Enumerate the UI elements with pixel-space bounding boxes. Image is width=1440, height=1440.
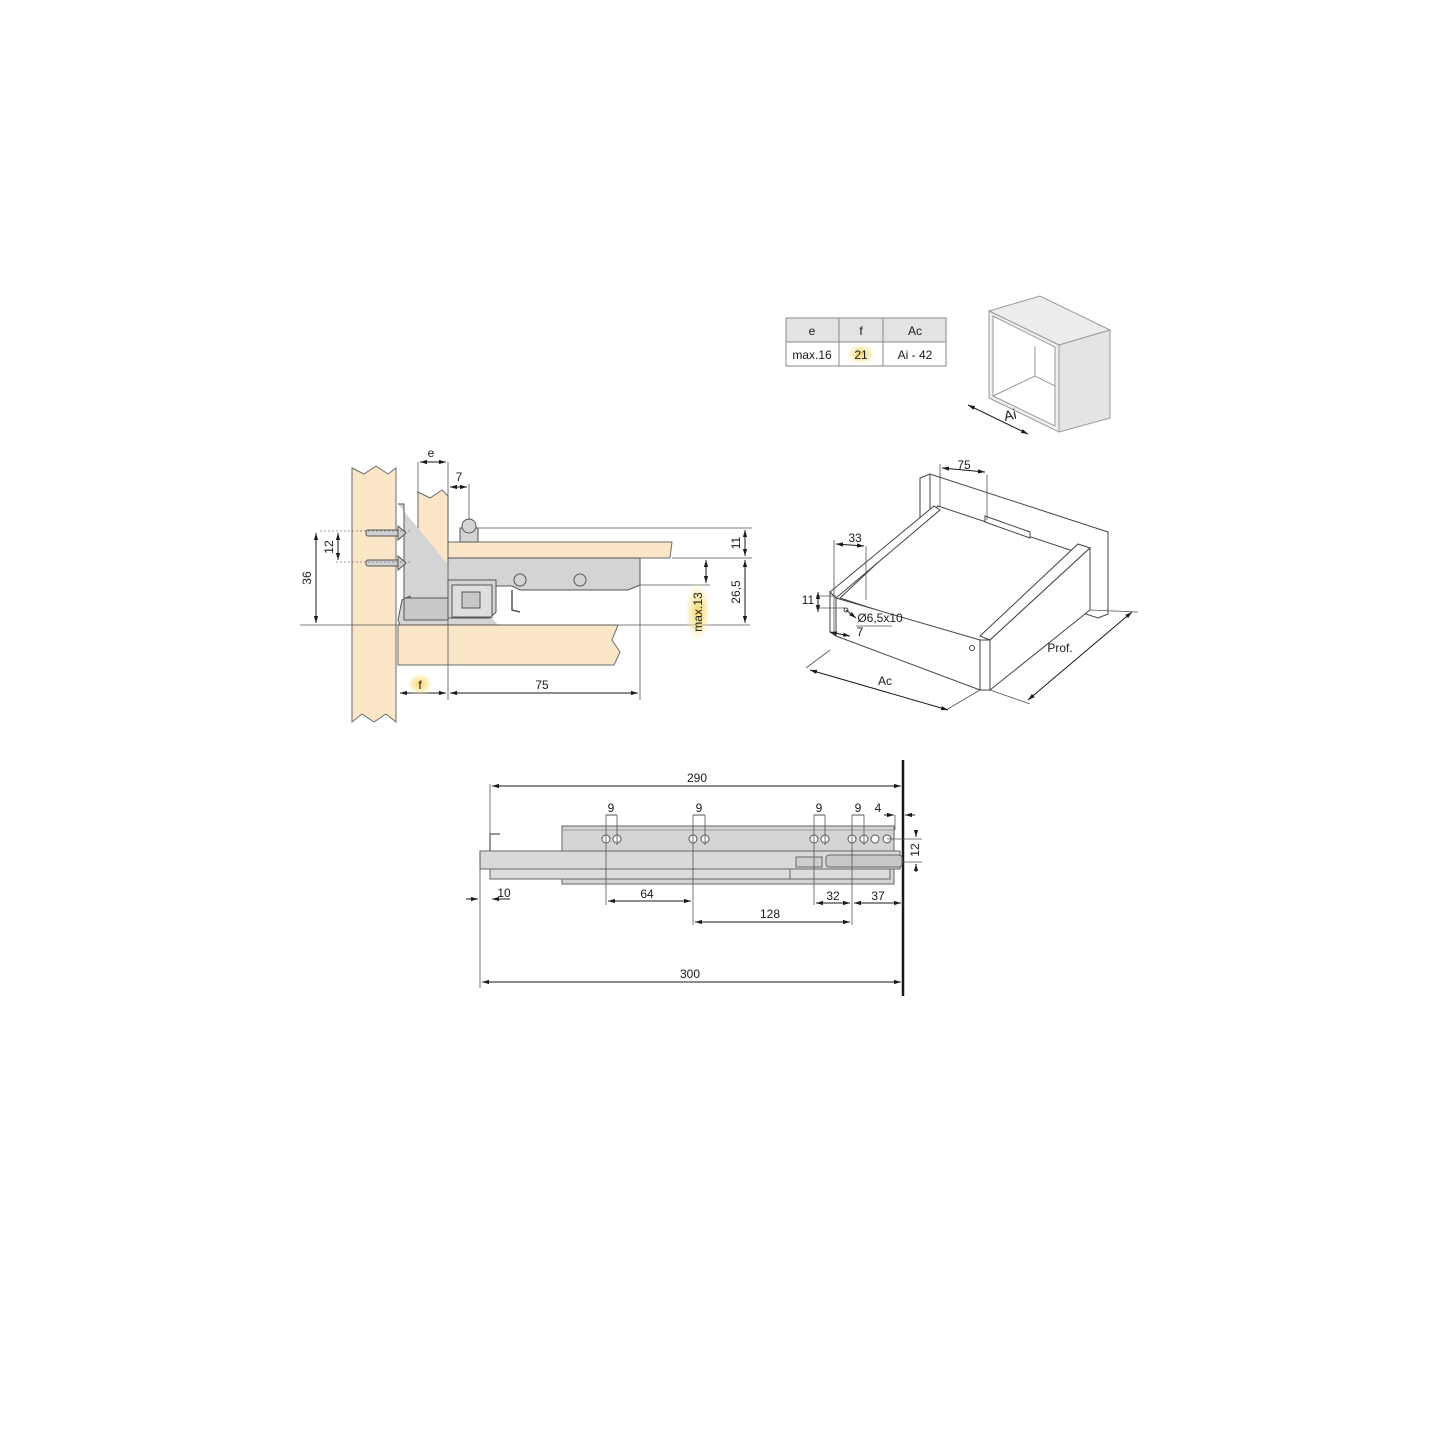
- iso-dim-prof: Prof.: [1047, 641, 1072, 655]
- runner-dim-4: 4: [875, 801, 882, 815]
- dim-12: 12: [322, 540, 336, 554]
- lower-panel: [397, 624, 621, 666]
- spec-table: e f Ac max.16 21 Ai - 42: [785, 317, 947, 367]
- dim-7: 7: [456, 470, 463, 484]
- iso-dim-hole: Ø6,5x10: [857, 611, 903, 625]
- runner-dim-12: 12: [908, 843, 922, 857]
- dim-75: 75: [535, 678, 549, 692]
- table-header-ac: Ac: [908, 324, 922, 338]
- table-cell-e: max.16: [792, 348, 832, 362]
- highlight-glow: [406, 672, 434, 696]
- iso-dim-ac: Ac: [878, 674, 892, 688]
- runner-dim-37: 37: [871, 889, 885, 903]
- locking-pin-icon: [459, 518, 479, 543]
- screw-icon: [365, 524, 407, 572]
- ai-label: Ai: [1002, 406, 1018, 424]
- iso-dim-75: 75: [957, 458, 971, 472]
- runner-elevation: [466, 760, 922, 996]
- highlight-glow: [845, 343, 877, 365]
- runner-dim-32: 32: [826, 889, 840, 903]
- cabinet-icon: Ai: [967, 295, 1112, 435]
- iso-dim-11: 11: [802, 593, 815, 607]
- highlight-glow: [684, 580, 712, 644]
- runner-dim-9d: 9: [855, 801, 862, 815]
- runner-dim-10: 10: [497, 886, 511, 900]
- table-header-f: f: [859, 324, 863, 338]
- cabinet-side-panel: [351, 465, 397, 724]
- runner-dim-9c: 9: [816, 801, 823, 815]
- drawer-isometric: [805, 464, 1139, 711]
- iso-dim-7: 7: [857, 625, 864, 639]
- dim-max13: max.13: [691, 592, 705, 632]
- runner-dim-290: 290: [687, 771, 707, 785]
- dim-11: 11: [729, 536, 743, 549]
- dim-26-5: 26,5: [729, 580, 743, 604]
- dim-e: e: [428, 446, 435, 460]
- table-cell-ac: Ai - 42: [898, 348, 933, 362]
- section-view: e 7 12 36 11 26,5 max.13 f 75: [300, 446, 752, 724]
- runner-dim-9b: 9: [696, 801, 703, 815]
- runner-dim-9a: 9: [608, 801, 615, 815]
- runner-dim-128: 128: [760, 907, 780, 921]
- table-cell-f: 21: [854, 348, 868, 362]
- runner-dim-64: 64: [640, 887, 654, 901]
- dim-f: f: [418, 678, 422, 692]
- iso-dim-33: 33: [848, 531, 862, 545]
- drawer-bottom: [447, 541, 673, 559]
- dim-36: 36: [300, 571, 314, 585]
- table-header-e: e: [809, 324, 816, 338]
- runner-dim-300: 300: [680, 967, 700, 981]
